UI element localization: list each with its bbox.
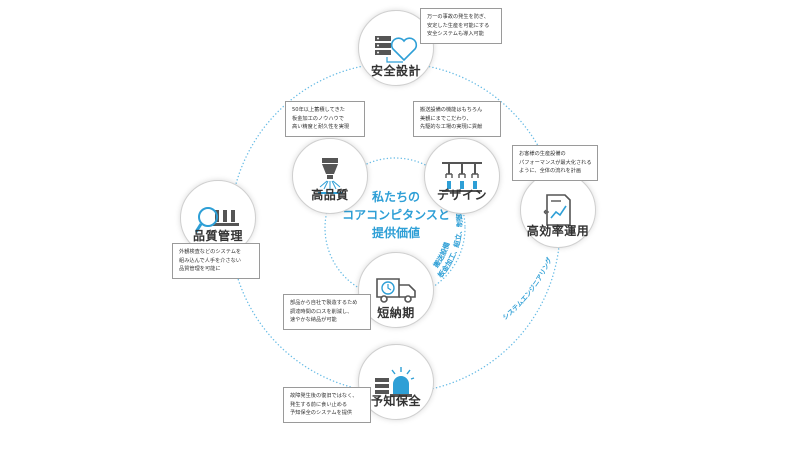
note-efficiency-line-3: ように、全体の流れを計画 — [519, 168, 582, 174]
node-quality-label: 高品質 — [311, 188, 349, 202]
center-title-line-2: コアコンピタンスと — [342, 208, 450, 222]
node-qc-label: 品質管理 — [192, 229, 243, 243]
note-qc-line-2: 組み込んで人手を介さない — [179, 257, 241, 264]
node-short-lead-label: 短納期 — [377, 306, 415, 320]
note-quality-line-2: 板金加工のノウハウで — [292, 115, 344, 122]
note-safety: 万一の事故の発生を防ぎ、 安定した生産を可能にする 安全システムも導入可能 — [420, 8, 502, 44]
node-efficiency-label: 高効率運用 — [526, 224, 590, 238]
note-safety-line-1: 万一の事故の発生を防ぎ、 — [427, 14, 489, 20]
note-predictive-line-3: 予知保全のシステムを提供 — [290, 410, 353, 416]
node-design-label: デザイン — [436, 188, 487, 202]
note-predictive-line-1: 故障発生後の復旧ではなく、 — [290, 393, 358, 399]
arc-label-outer: システムエンジニアリング — [501, 255, 554, 321]
note-safety-line-3: 安全システムも導入可能 — [427, 31, 484, 37]
center-title: 私たちの コアコンピタンスと 提供価値 — [336, 188, 456, 242]
node-efficiency — [520, 172, 596, 248]
note-quality: 50年以上蓄積してきた 板金加工のノウハウで 高い精度と耐久性を実現 — [285, 101, 365, 137]
note-quality-line-3: 高い精度と耐久性を実現 — [292, 124, 350, 130]
note-qc: 外観検査などのシステムを 組み込んで人手を介さない 品質管理を可能に — [172, 243, 260, 279]
note-qc-line-1: 外観検査などのシステムを — [179, 249, 242, 255]
note-efficiency-line-1: お客様の生産設備の — [519, 151, 566, 157]
note-design-line-1: 搬送設備の機能はもちろん — [420, 107, 483, 113]
note-design-line-3: 先駆的な工場の実現に貢献 — [420, 124, 483, 130]
note-design-line-2: 美観にまでこだわり、 — [420, 115, 472, 122]
note-short-lead-line-3: 速やかな納品が可能 — [290, 317, 337, 323]
note-short-lead-line-2: 調達時間のロスを削減し、 — [290, 308, 353, 315]
node-short-lead — [358, 252, 434, 328]
note-short-lead-line-1: 部品から自社で製造するため — [290, 300, 358, 306]
note-safety-line-2: 安定した生産を可能にする — [427, 22, 490, 29]
magnifier-bottles-icon — [195, 207, 239, 233]
spray-nozzle-icon — [318, 158, 342, 194]
robot-arms-line-icon — [442, 162, 482, 192]
note-predictive-line-2: 発生する前に食い止める — [290, 401, 348, 408]
node-quality — [292, 138, 368, 214]
center-title-line-1: 私たちの — [371, 190, 420, 204]
node-safety-label: 安全設計 — [370, 64, 421, 78]
note-short-lead: 部品から自社で製造するため 調達時間のロスを削減し、 速やかな納品が可能 — [283, 294, 371, 330]
server-heart-icon — [375, 36, 418, 63]
center-title-line-3: 提供価値 — [371, 226, 420, 240]
note-efficiency: お客様の生産設備の パフォーマンスが最大化される ように、全体の流れを計画 — [512, 145, 598, 181]
node-design — [424, 138, 500, 214]
arc-label-outer-path: システムエンジニアリング — [501, 255, 554, 321]
node-predictive-label: 予知保全 — [370, 394, 421, 408]
inner-ring — [324, 157, 466, 299]
note-quality-line-1: 50年以上蓄積してきた — [292, 107, 345, 113]
delivery-truck-clock-icon — [376, 278, 416, 303]
note-predictive: 故障発生後の復旧ではなく、 発生する前に食い止める 予知保全のシステムを提供 — [283, 387, 371, 423]
note-design: 搬送設備の機能はもちろん 美観にまでこだわり、 先駆的な工場の実現に貢献 — [413, 101, 501, 137]
document-chart-icon — [543, 194, 571, 226]
note-qc-line-3: 品質管理を可能に — [179, 266, 221, 272]
alarm-server-icon — [375, 367, 415, 397]
note-efficiency-line-2: パフォーマンスが最大化される — [519, 159, 592, 166]
